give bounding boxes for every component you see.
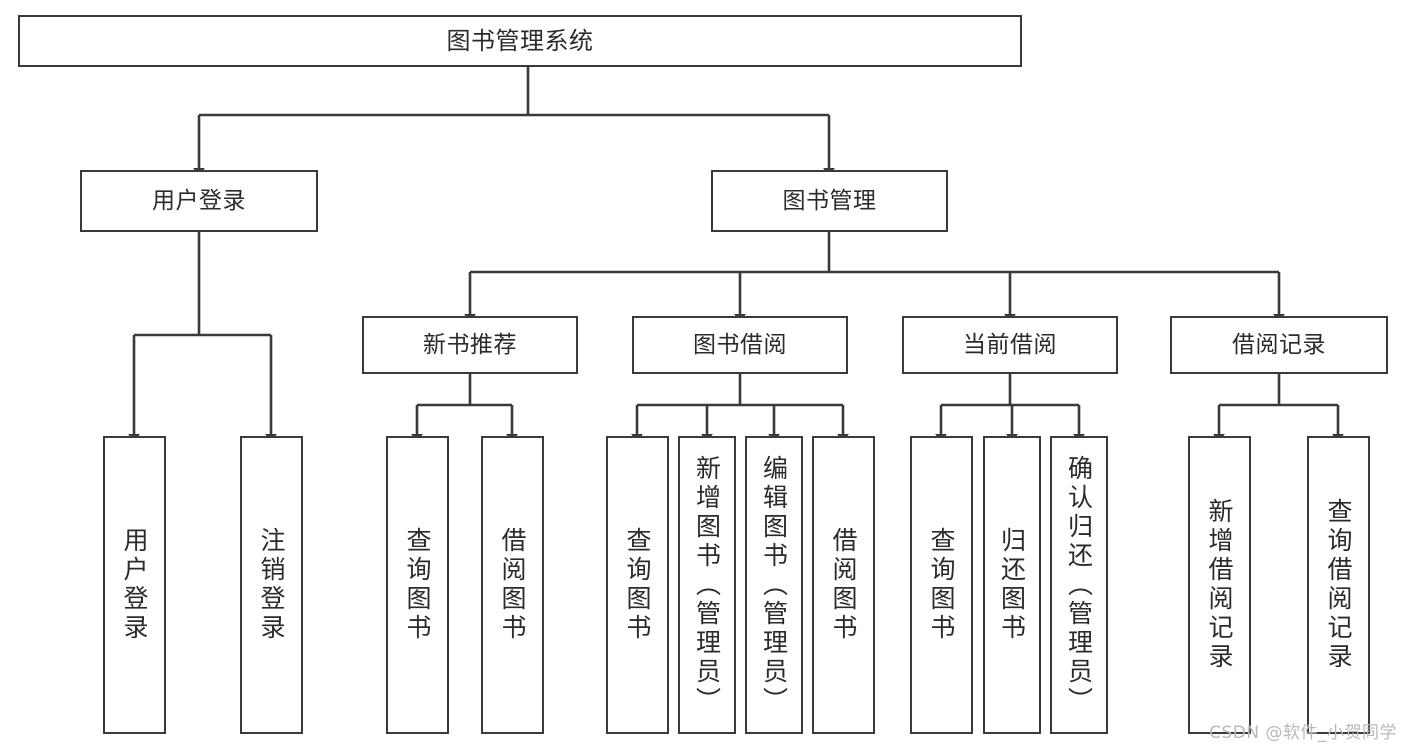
node-login[interactable]: 用户登录 [80,170,318,232]
node-label: 编辑图书（管理员） [759,454,789,716]
node-l5[interactable]: 查询图书 [606,436,669,734]
node-label: 借阅图书 [829,527,858,643]
node-label: 图书管理 [782,187,877,214]
node-label: 注销登录 [257,527,286,643]
node-label: 用户登录 [120,527,149,643]
node-label: 图书借阅 [693,331,787,358]
node-l13[interactable]: 查询借阅记录 [1307,436,1370,734]
node-l8[interactable]: 借阅图书 [812,436,875,734]
node-label: 确认归还（管理员） [1064,454,1094,716]
node-label: 图书管理系统 [446,27,594,55]
node-l4[interactable]: 借阅图书 [481,436,544,734]
node-borrow[interactable]: 图书借阅 [632,316,848,374]
node-bookmgmt[interactable]: 图书管理 [711,170,948,232]
node-label: 查询借阅记录 [1324,498,1353,672]
node-l10[interactable]: 归还图书 [983,436,1041,734]
node-newbooks[interactable]: 新书推荐 [362,316,578,374]
node-current[interactable]: 当前借阅 [902,316,1118,374]
node-label: 查询图书 [623,527,652,643]
node-label: 新增图书（管理员） [692,454,722,716]
node-l11[interactable]: 确认归还（管理员） [1050,436,1108,734]
node-l3[interactable]: 查询图书 [386,436,449,734]
node-l6[interactable]: 新增图书（管理员） [678,436,736,734]
node-label: 查询图书 [927,527,956,643]
node-label: 新书推荐 [423,331,517,358]
node-l7[interactable]: 编辑图书（管理员） [745,436,803,734]
node-l12[interactable]: 新增借阅记录 [1188,436,1251,734]
node-label: 借阅图书 [498,527,527,643]
node-label: 查询图书 [403,527,432,643]
node-l2[interactable]: 注销登录 [240,436,303,734]
node-label: 借阅记录 [1232,331,1326,358]
node-label: 归还图书 [997,527,1027,643]
node-label: 用户登录 [152,187,246,214]
node-records[interactable]: 借阅记录 [1170,316,1388,374]
node-root[interactable]: 图书管理系统 [18,15,1022,67]
node-label: 新增借阅记录 [1205,498,1234,672]
watermark-text: CSDN @软件_小贺同学 [1209,723,1397,743]
node-l9[interactable]: 查询图书 [910,436,973,734]
node-label: 当前借阅 [963,331,1057,358]
node-l1[interactable]: 用户登录 [103,436,166,734]
